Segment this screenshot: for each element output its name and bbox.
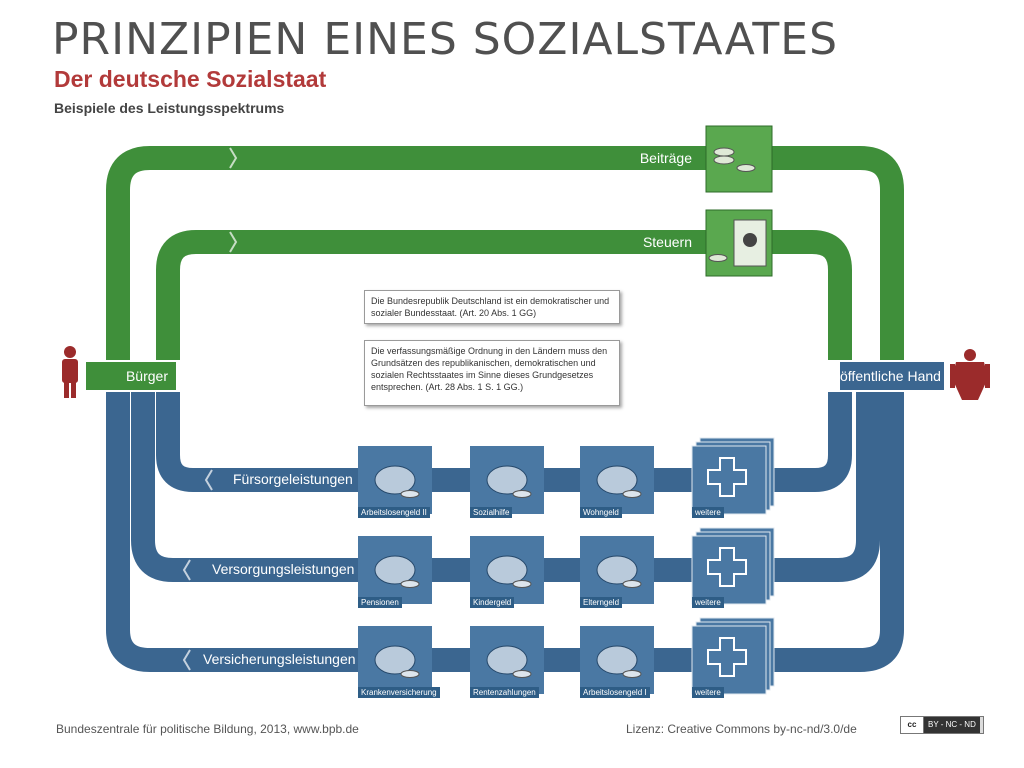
baby-bottle-icon — [580, 536, 654, 604]
footer-license: Lizenz: Creative Commons by-nc-nd/3.0/de — [626, 722, 857, 736]
outflow-label-versorgung: Versorgungsleistungen — [212, 561, 355, 577]
benefit-tile: Krankenversicherung — [358, 626, 440, 698]
benefit-tile-label: Kindergeld — [470, 597, 515, 608]
inflow-label-beitraege: Beiträge — [639, 150, 692, 166]
benefit-tile-label: weitere — [692, 507, 724, 518]
outflow-band-versicherung — [106, 392, 904, 672]
tax-box-eagle-icon — [705, 209, 773, 277]
benefit-tile: Arbeitslosengeld I — [580, 626, 654, 698]
figure-title: Der deutsche Sozialstaat — [54, 66, 327, 92]
benefit-tile: weitere — [692, 626, 766, 698]
inflow-band-steuern — [156, 230, 852, 360]
benefit-tile: Arbeitslosengeld II — [358, 446, 432, 518]
inflow-band-beitraege — [106, 146, 904, 360]
slide-title: PRINZIPIEN EINES SOZIALSTAATES — [52, 14, 839, 65]
outflow-label-versicherung: Versicherungsleistungen — [203, 651, 356, 667]
inflow-label-steuern: Steuern — [642, 234, 692, 250]
benefit-tile: Pensionen — [358, 536, 432, 608]
plus-cube-icon — [691, 437, 775, 515]
inflow-chevrons — [229, 147, 238, 253]
employment-agency-icon — [358, 446, 432, 514]
benefit-tile-label: Arbeitslosengeld I — [580, 687, 650, 698]
benefit-tiles — [358, 437, 775, 695]
benefit-tile: Kindergeld — [470, 536, 544, 608]
figure-subtitle: Beispiele des Leistungsspektrums — [54, 100, 285, 116]
benefit-tile-label: weitere — [692, 597, 724, 608]
pills-icon — [358, 626, 432, 694]
benefit-tile: Elterngeld — [580, 536, 654, 608]
benefit-tile: Sozialhilfe — [470, 446, 544, 518]
house-key-icon — [580, 446, 654, 514]
outflow-chevrons — [182, 469, 213, 671]
money-stack-icon — [470, 626, 544, 694]
employment-agency-icon — [580, 626, 654, 694]
benefit-tile: Rentenzahlungen — [470, 626, 544, 698]
plus-cube-icon — [691, 527, 775, 605]
plus-cube-icon — [691, 617, 775, 695]
coins-icon — [470, 446, 544, 514]
benefit-tile-label: Rentenzahlungen — [470, 687, 539, 698]
citizen-box — [86, 362, 176, 390]
person-icon — [62, 346, 78, 398]
benefit-tile-label: Elterngeld — [580, 597, 623, 608]
citizen-label: Bürger — [125, 368, 168, 384]
public-hand-box — [840, 362, 944, 390]
public-hand-label: öffentliche Hand — [840, 368, 941, 384]
benefit-tile-label: Krankenversicherung — [358, 687, 440, 698]
benefit-tile-label: Arbeitslosengeld II — [358, 507, 430, 518]
constitution-note-art20: Die Bundesrepublik Deutschland ist ein d… — [364, 290, 620, 324]
federal-eagle-icon — [950, 349, 990, 400]
benefit-tile: Wohngeld — [580, 446, 654, 518]
cc-terms: BY - NC - ND — [924, 717, 980, 733]
cc-logo: cc — [901, 717, 924, 733]
footer-source: Bundeszentrale für politische Bildung, 2… — [56, 722, 359, 736]
benefit-tile-label: Pensionen — [358, 597, 402, 608]
teddy-bear-icon — [470, 536, 544, 604]
outflow-label-fuersorge: Fürsorgeleistungen — [233, 471, 353, 487]
benefit-tile: weitere — [692, 536, 766, 608]
benefit-tile-label: Sozialhilfe — [470, 507, 513, 518]
benefit-tile-label: Wohngeld — [580, 507, 622, 518]
benefit-tile: weitere — [692, 446, 766, 518]
benefit-tile-label: weitere — [692, 687, 724, 698]
coins-icon — [705, 125, 773, 193]
constitution-note-art28: Die verfassungsmäßige Ordnung in den Län… — [364, 340, 620, 406]
money-stack-icon — [358, 536, 432, 604]
